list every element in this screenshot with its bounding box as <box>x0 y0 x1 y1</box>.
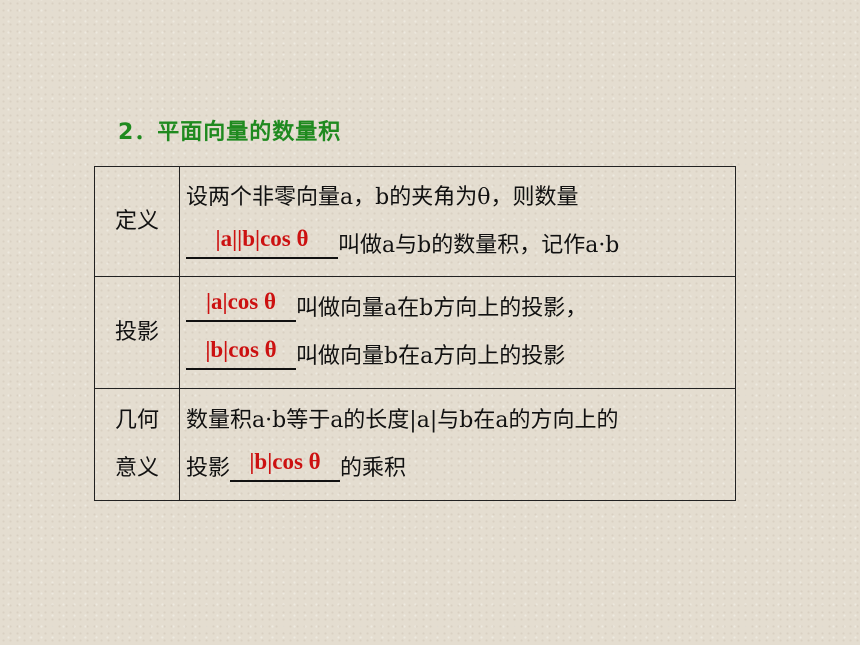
answer-text: |b|cos θ <box>205 336 277 362</box>
term-geometric-meaning: 几何 意义 <box>94 388 180 501</box>
answer-text: |b|cos θ <box>249 448 321 474</box>
geometric-line-2: 投影 |b|cos θ 的乘积 <box>186 445 729 493</box>
content-definition: 设两个非零向量a，b的夹角为θ，则数量 |a||b|cos θ 叫做a与b的数量积… <box>179 166 736 277</box>
table-row-definition: 定义 设两个非零向量a，b的夹角为θ，则数量 |a||b|cos θ 叫做a与b的… <box>94 166 736 277</box>
table-row-projection: 投影 |a|cos θ 叫做向量a在b方向上的投影， |b|cos θ 叫做向量b在… <box>94 276 736 389</box>
dot-product-table: 定义 设两个非零向量a，b的夹角为θ，则数量 |a||b|cos θ 叫做a与b的… <box>94 166 736 501</box>
content-projection: |a|cos θ 叫做向量a在b方向上的投影， |b|cos θ 叫做向量b在a方向… <box>179 276 736 389</box>
answer-text: |a||b|cos θ <box>215 225 309 251</box>
line-text: 的乘积 <box>340 455 407 481</box>
section-title: 2．平面向量的数量积 <box>118 120 342 145</box>
answer-blank: |b|cos θ <box>230 445 341 482</box>
answer-blank: |a|cos θ <box>186 285 296 322</box>
table-row-geometric-meaning: 几何 意义 数量积a·b等于a的长度|a|与b在a的方向上的 投影 |b|cos … <box>94 388 736 501</box>
answer-text: |a|cos θ <box>205 288 277 314</box>
definition-line-2: |a||b|cos θ 叫做a与b的数量积，记作a·b <box>186 222 729 270</box>
content-geometric-meaning: 数量积a·b等于a的长度|a|与b在a的方向上的 投影 |b|cos θ 的乘积 <box>179 388 736 501</box>
answer-blank: |b|cos θ <box>186 333 296 370</box>
line-text: 叫做a与b的数量积，记作a·b <box>338 232 620 258</box>
term-label: 几何 <box>114 407 159 433</box>
term-label: 投影 <box>114 319 159 345</box>
line-text: 叫做向量a在b方向上的投影， <box>296 295 588 321</box>
definition-line-1: 设两个非零向量a，b的夹角为θ，则数量 <box>186 184 579 210</box>
answer-blank: |a||b|cos θ <box>186 222 338 259</box>
projection-line-1: |a|cos θ 叫做向量a在b方向上的投影， <box>186 285 729 333</box>
line-text: 叫做向量b在a方向上的投影 <box>296 343 566 369</box>
geometric-line-1: 数量积a·b等于a的长度|a|与b在a的方向上的 <box>186 407 619 433</box>
term-label: 定义 <box>114 208 159 234</box>
term-definition: 定义 <box>94 166 180 277</box>
projection-line-2: |b|cos θ 叫做向量b在a方向上的投影 <box>186 333 729 381</box>
line-text: 投影 <box>186 455 231 481</box>
term-projection: 投影 <box>94 276 180 389</box>
term-label: 意义 <box>114 455 159 481</box>
